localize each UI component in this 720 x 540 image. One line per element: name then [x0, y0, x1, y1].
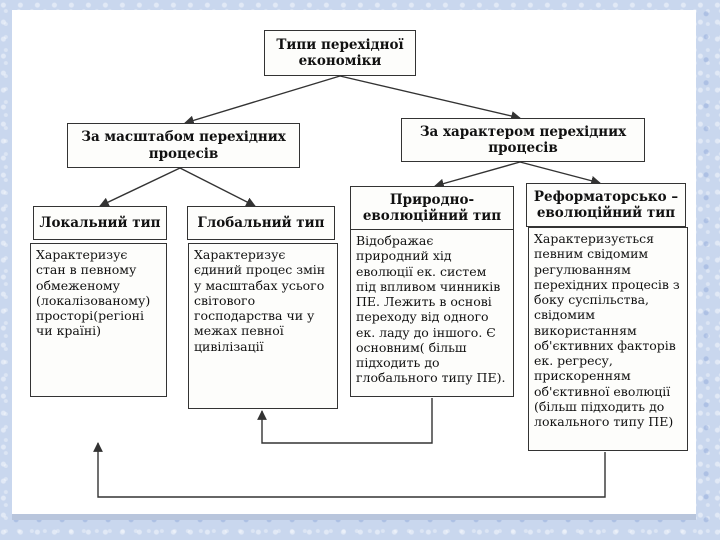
- type-local-label: Локальний тип: [39, 214, 161, 231]
- type-local-description-text: Характеризує стан в певному обмеженому (…: [36, 247, 151, 339]
- arrow-character-to-reform: [519, 161, 601, 186]
- arrow-scale-to-global: [179, 167, 256, 207]
- type-reform-label: Реформаторсько – еволюційний тип: [533, 188, 679, 221]
- type-local-header: Локальний тип: [33, 206, 167, 240]
- type-natural-description: Відображає природний хід еволюції ек. си…: [350, 229, 514, 397]
- category-scale: За масштабом перехідних процесів: [67, 123, 300, 168]
- arrow-reform-to-local: [93, 442, 606, 498]
- category-character: За характером перехідних процесів: [401, 118, 645, 162]
- type-global-header: Глобальний тип: [187, 206, 335, 240]
- category-scale-label: За масштабом перехідних процесів: [81, 129, 286, 162]
- slide-shadow: [12, 514, 696, 520]
- arrow-scale-to-local: [99, 167, 181, 207]
- arrow-root-to-scale: [184, 75, 341, 126]
- type-global-label: Глобальний тип: [197, 214, 325, 231]
- type-local-description: Характеризує стан в певному обмеженому (…: [30, 243, 167, 397]
- type-natural-description-text: Відображає природний хід еволюції ек. си…: [356, 233, 506, 386]
- arrow-root-to-character: [339, 75, 521, 121]
- category-character-label: За характером перехідних процесів: [419, 123, 627, 156]
- type-natural-label: Природно-еволюційний тип: [362, 191, 502, 224]
- type-reform-description-text: Характеризується певним свідомим регулюв…: [534, 231, 680, 429]
- type-global-description-text: Характеризує єдиний процес змін у масшта…: [194, 247, 326, 354]
- root-node: Типи перехідної економіки: [264, 30, 416, 76]
- type-reform-description: Характеризується певним свідомим регулюв…: [528, 227, 688, 451]
- type-natural-header: Природно-еволюційний тип: [350, 186, 514, 230]
- type-reform-header: Реформаторсько – еволюційний тип: [526, 183, 686, 227]
- root-label: Типи перехідної економіки: [276, 36, 404, 69]
- arrow-character-to-natural: [434, 161, 521, 189]
- arrow-natural-to-global: [257, 398, 433, 444]
- type-global-description: Характеризує єдиний процес змін у масшта…: [188, 243, 338, 409]
